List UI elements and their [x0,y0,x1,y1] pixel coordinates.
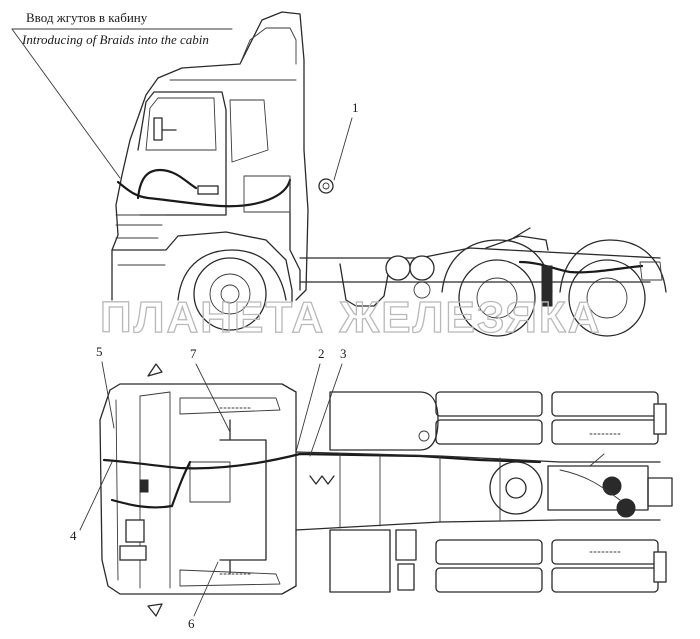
side-window [229,99,269,163]
connector [139,479,149,493]
caption: Ввод жгутов в кабину Introducing of Brai… [11,10,233,179]
battery-1 [385,255,411,281]
roof-spoiler [169,27,297,81]
caption-ru: Ввод жгутов в кабину [26,10,148,25]
mirror-left [147,363,163,377]
seat-left [179,397,281,415]
cab-outline [111,11,309,301]
callout-7: 7 [190,346,197,361]
wheel-br-1 [551,539,659,565]
callout-5-leader [101,361,115,429]
front-hub-center [220,284,240,304]
rear-harness [518,260,644,274]
rear-hub-2 [586,277,628,319]
rear-panel [243,175,291,213]
fuel-tank-side [339,263,391,307]
chassis-frame-top [299,247,661,259]
rear-wheel-1 [458,259,536,337]
frame-rail-right [295,519,661,531]
callout-1-leader [333,117,353,181]
door-handle [197,185,219,195]
tank-small-1 [395,529,417,561]
mirror [153,117,177,141]
fuse-box [119,545,147,561]
seat-right [179,569,281,587]
cab-window [145,97,217,151]
wheel-bl-2 [435,567,543,593]
fifth-wheel-top [489,461,543,515]
cross-members [339,453,501,529]
battery-box [125,519,145,543]
front-bumper [111,231,293,303]
caption-en: Introducing of Braids into the cabin [21,32,209,47]
fuel-cap [418,430,430,442]
caption-leader-line [11,28,121,179]
callout-5: 5 [96,344,103,359]
rear-wheel-arch-1 [441,239,553,293]
cab-door [137,91,227,216]
battery-2 [409,255,435,281]
callout-2: 2 [318,346,325,361]
rear-hub-1 [476,277,518,319]
callouts-top-view: 5 7 2 3 4 6 [70,344,347,631]
wheel-br-2 [551,567,659,593]
wheel-tr-2 [551,419,659,445]
wheel-tr-1 [551,391,659,417]
tank-small-2 [397,563,415,591]
callout-4-leader [79,461,113,531]
front-wheel [193,257,267,331]
side-view: 1 [111,11,667,337]
rear-lamp-top [647,477,673,507]
diff-2 [616,498,636,518]
diff-1 [602,476,622,496]
wheel-tl-2 [435,419,543,445]
side-harness [219,419,267,575]
front-wheel-arch [177,249,287,301]
callout-3: 3 [340,346,347,361]
rear-wheel-2 [568,259,646,337]
cab-top-outline [99,383,297,595]
callout-4: 4 [70,528,77,543]
rear-wheels-top-lower [435,539,667,593]
rear-wheel-arch-2 [559,239,667,293]
rear-lamp [639,261,663,281]
item-1-component [318,178,334,194]
main-harness-top [102,452,542,470]
spring-element [309,475,335,485]
hub-br [653,551,667,583]
callout-6-leader [193,561,219,617]
callout-7-leader [195,363,231,433]
callout-6: 6 [188,616,195,631]
hub-tr [653,403,667,435]
mirror-right [147,603,163,617]
cab-harness [116,178,292,208]
item-1-inner [322,182,330,190]
battery-compartment [329,529,391,593]
rear-cab-harness [289,179,301,291]
air-tank [413,281,431,299]
main-harness-down [110,460,192,509]
connector-row-rear [589,433,621,553]
roof-hatch [189,461,231,503]
callout-1: 1 [352,100,359,115]
callout-2-leader [295,363,321,453]
rear-harness-top [559,453,621,501]
fuel-tank-top [329,391,439,451]
top-view [99,363,673,617]
rear-axle-unit [541,265,553,307]
grille [115,214,166,266]
wheel-tl-1 [435,391,543,417]
fifth-wheel-kingpin [505,477,527,499]
callout-3-leader [309,363,343,457]
watermark: ПЛАНЕТА ЖЕЛЕЗЯКА [100,293,602,342]
fifth-wheel [485,227,549,251]
rear-wheels-top-upper [435,391,667,445]
wheel-bl-1 [435,539,543,565]
cab-harness-up [136,168,198,200]
front-hub [209,273,251,315]
